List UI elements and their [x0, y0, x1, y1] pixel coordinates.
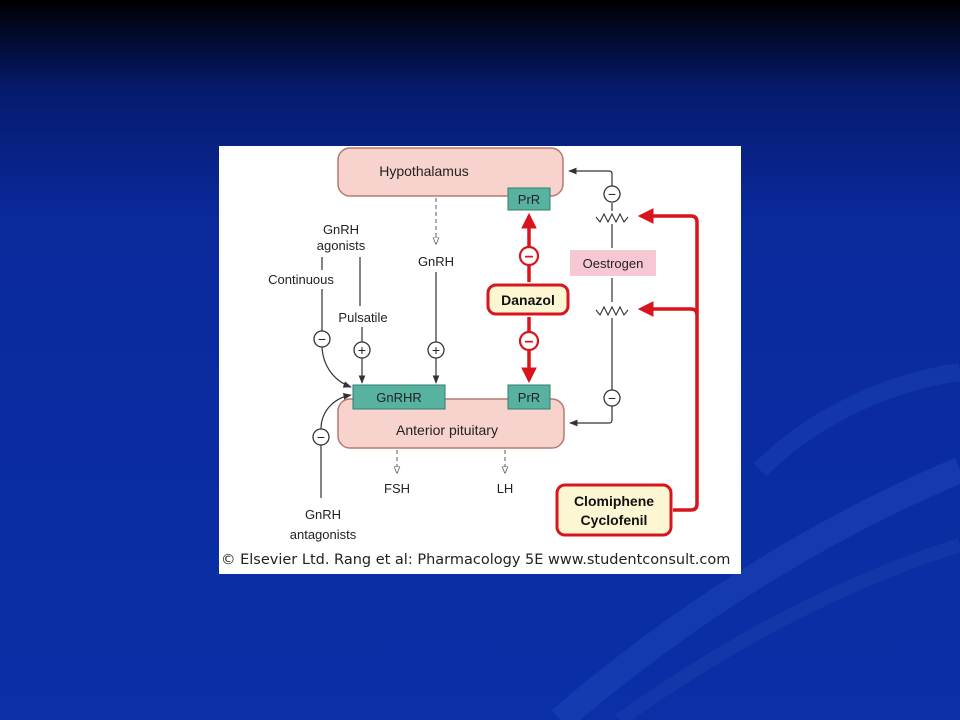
prr-bottom-receptor — [507, 384, 551, 410]
gnrh-antagonists-label-line2: antagonists — [290, 527, 357, 542]
upper-feedback-minus-text: − — [608, 186, 616, 202]
upper-oestrogen-receptor-zigzag — [595, 212, 629, 224]
gnrh-agonists-label-line1: GnRH — [323, 222, 359, 237]
prr-top-receptor — [507, 187, 551, 211]
clomiphene-lower-branch — [637, 301, 699, 317]
lower-feedback-arrow — [569, 406, 613, 427]
hypothalamus-box — [337, 147, 564, 197]
lower-oestrogen-receptor-zigzag — [595, 305, 629, 317]
figure-panel: Hypothalamus PrR Anterior pituitary GnRH… — [219, 146, 741, 574]
gnrhr-label: GnRHR — [376, 390, 422, 405]
fsh-label: FSH — [384, 481, 410, 496]
endocrine-diagram: Hypothalamus PrR Anterior pituitary GnRH… — [268, 147, 699, 542]
gnrh-antagonists-label-line1: GnRH — [305, 507, 341, 522]
clomiphene-label: Clomiphene — [574, 493, 654, 509]
antagonists-minus-text: − — [317, 429, 325, 445]
oestrogen-box — [570, 250, 656, 276]
continuous-label: Continuous — [268, 272, 334, 287]
prr-top-label: PrR — [518, 192, 540, 207]
copyright-caption: © Elsevier Ltd. Rang et al: Pharmacology… — [219, 547, 741, 574]
gnrh-agonists-label-line2: agonists — [317, 238, 366, 253]
gnrh-plus-text: + — [432, 342, 440, 358]
upper-feedback-arrow — [568, 167, 613, 186]
pulsatile-label: Pulsatile — [338, 310, 387, 325]
anterior-pituitary-label: Anterior pituitary — [396, 422, 498, 438]
pulsatile-plus-text: + — [358, 342, 366, 358]
gnrhr-receptor — [352, 384, 446, 410]
gnrh-label: GnRH — [418, 254, 454, 269]
clomiphene-cyclofenil-box — [555, 483, 673, 537]
lower-feedback-minus-text: − — [608, 390, 616, 406]
danazol-bottom-minus-text: − — [524, 334, 533, 351]
hypothalamus-label: Hypothalamus — [379, 163, 469, 179]
prr-bottom-label: PrR — [518, 390, 540, 405]
danazol-box — [486, 283, 570, 316]
danazol-top-minus-sign — [518, 245, 540, 267]
anterior-pituitary-box — [337, 398, 565, 449]
oestrogen-label: Oestrogen — [583, 256, 644, 271]
antagonists-arrow — [320, 393, 352, 430]
continuous-minus-text: − — [318, 331, 326, 347]
danazol-top-minus-text: − — [524, 249, 533, 266]
danazol-bottom-minus-sign — [518, 330, 540, 352]
continuous-arrow — [321, 346, 352, 388]
lh-label: LH — [497, 481, 514, 496]
cyclofenil-label: Cyclofenil — [581, 512, 648, 528]
clomiphene-path — [637, 208, 699, 512]
danazol-label: Danazol — [501, 292, 555, 308]
